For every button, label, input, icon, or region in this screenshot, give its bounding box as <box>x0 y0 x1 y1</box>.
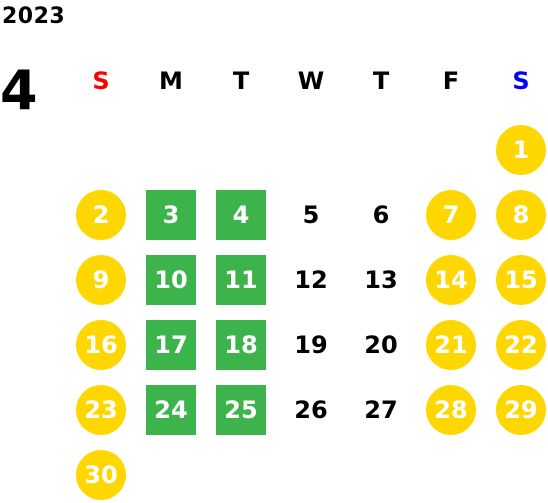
day-cell-4[interactable]: 4 <box>216 190 266 240</box>
calendar-month: 4 <box>0 59 38 122</box>
weekday-label: S <box>92 67 110 95</box>
day-cell-2[interactable]: 2 <box>76 190 126 240</box>
day-cell-21[interactable]: 21 <box>426 320 476 370</box>
weekday-label: S <box>512 67 530 95</box>
day-cell-8[interactable]: 8 <box>496 190 546 240</box>
day-cell-10[interactable]: 10 <box>146 255 196 305</box>
day-cell-26[interactable]: 26 <box>294 396 328 424</box>
day-cell-28[interactable]: 28 <box>426 385 476 435</box>
day-cell-16[interactable]: 16 <box>76 320 126 370</box>
weekday-label: T <box>372 67 390 95</box>
day-cell-24[interactable]: 24 <box>146 385 196 435</box>
day-cell-17[interactable]: 17 <box>146 320 196 370</box>
day-cell-29[interactable]: 29 <box>496 385 546 435</box>
day-cell-20[interactable]: 20 <box>364 331 398 359</box>
day-cell-7[interactable]: 7 <box>426 190 476 240</box>
day-cell-1[interactable]: 1 <box>496 125 546 175</box>
day-cell-14[interactable]: 14 <box>426 255 476 305</box>
day-cell-18[interactable]: 18 <box>216 320 266 370</box>
day-cell-9[interactable]: 9 <box>76 255 126 305</box>
day-cell-5[interactable]: 5 <box>302 201 320 229</box>
day-cell-6[interactable]: 6 <box>372 201 390 229</box>
day-cell-22[interactable]: 22 <box>496 320 546 370</box>
day-cell-30[interactable]: 30 <box>76 450 126 500</box>
day-cell-12[interactable]: 12 <box>294 266 328 294</box>
calendar-year: 2023 <box>2 4 66 29</box>
day-cell-13[interactable]: 13 <box>364 266 398 294</box>
day-cell-19[interactable]: 19 <box>294 331 328 359</box>
day-cell-23[interactable]: 23 <box>76 385 126 435</box>
weekday-label: M <box>159 67 183 95</box>
day-cell-25[interactable]: 25 <box>216 385 266 435</box>
day-cell-27[interactable]: 27 <box>364 396 398 424</box>
weekday-label: T <box>232 67 250 95</box>
day-cell-3[interactable]: 3 <box>146 190 196 240</box>
day-cell-15[interactable]: 15 <box>496 255 546 305</box>
weekday-label: W <box>297 67 325 95</box>
day-cell-11[interactable]: 11 <box>216 255 266 305</box>
weekday-label: F <box>442 67 460 95</box>
